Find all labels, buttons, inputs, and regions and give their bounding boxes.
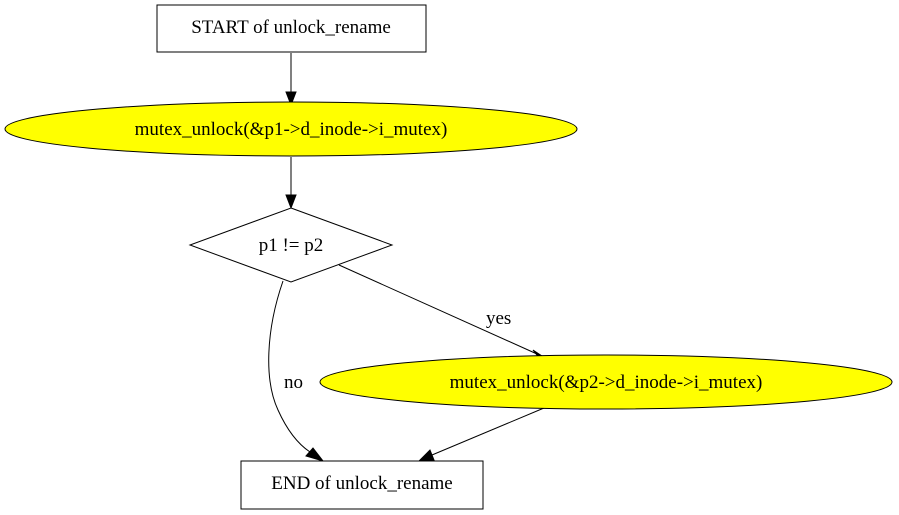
edge-unlock-p1-to-cond bbox=[285, 157, 297, 210]
unlock-p1-label: mutex_unlock(&p1->d_inode->i_mutex) bbox=[135, 119, 448, 140]
edge-label-yes: yes bbox=[486, 308, 511, 329]
unlock-p1-ellipse bbox=[4, 101, 578, 157]
arrowhead-icon bbox=[417, 449, 435, 462]
node-unlock-p2: mutex_unlock(&p2->d_inode->i_mutex) bbox=[319, 354, 893, 410]
cond-label: p1 != p2 bbox=[259, 235, 324, 256]
arrowhead-icon bbox=[285, 194, 297, 210]
edge-cond-to-end: no bbox=[268, 280, 325, 462]
node-cond: p1 != p2 bbox=[188, 207, 394, 283]
start-label: START of unlock_rename bbox=[191, 17, 391, 38]
end-label: END of unlock_rename bbox=[271, 473, 453, 494]
node-start: START of unlock_rename bbox=[156, 4, 427, 53]
edge-label-no: no bbox=[284, 372, 303, 393]
end-box bbox=[240, 460, 484, 510]
node-unlock-p1: mutex_unlock(&p1->d_inode->i_mutex) bbox=[4, 101, 578, 157]
arrowhead-icon bbox=[305, 447, 325, 462]
edge-line bbox=[268, 280, 311, 453]
edge-line bbox=[431, 407, 545, 456]
edge-line bbox=[338, 264, 538, 355]
node-end: END of unlock_rename bbox=[240, 460, 484, 510]
unlock-p2-ellipse bbox=[319, 354, 893, 410]
edge-cond-to-unlock-p2: yes bbox=[338, 264, 549, 361]
edge-start-to-unlock-p1 bbox=[285, 53, 297, 107]
cond-diamond bbox=[188, 207, 394, 283]
arrowhead-icon bbox=[285, 91, 297, 107]
edge-unlock-p2-to-end bbox=[417, 407, 545, 462]
start-box bbox=[156, 4, 427, 53]
unlock-p2-label: mutex_unlock(&p2->d_inode->i_mutex) bbox=[450, 372, 763, 393]
